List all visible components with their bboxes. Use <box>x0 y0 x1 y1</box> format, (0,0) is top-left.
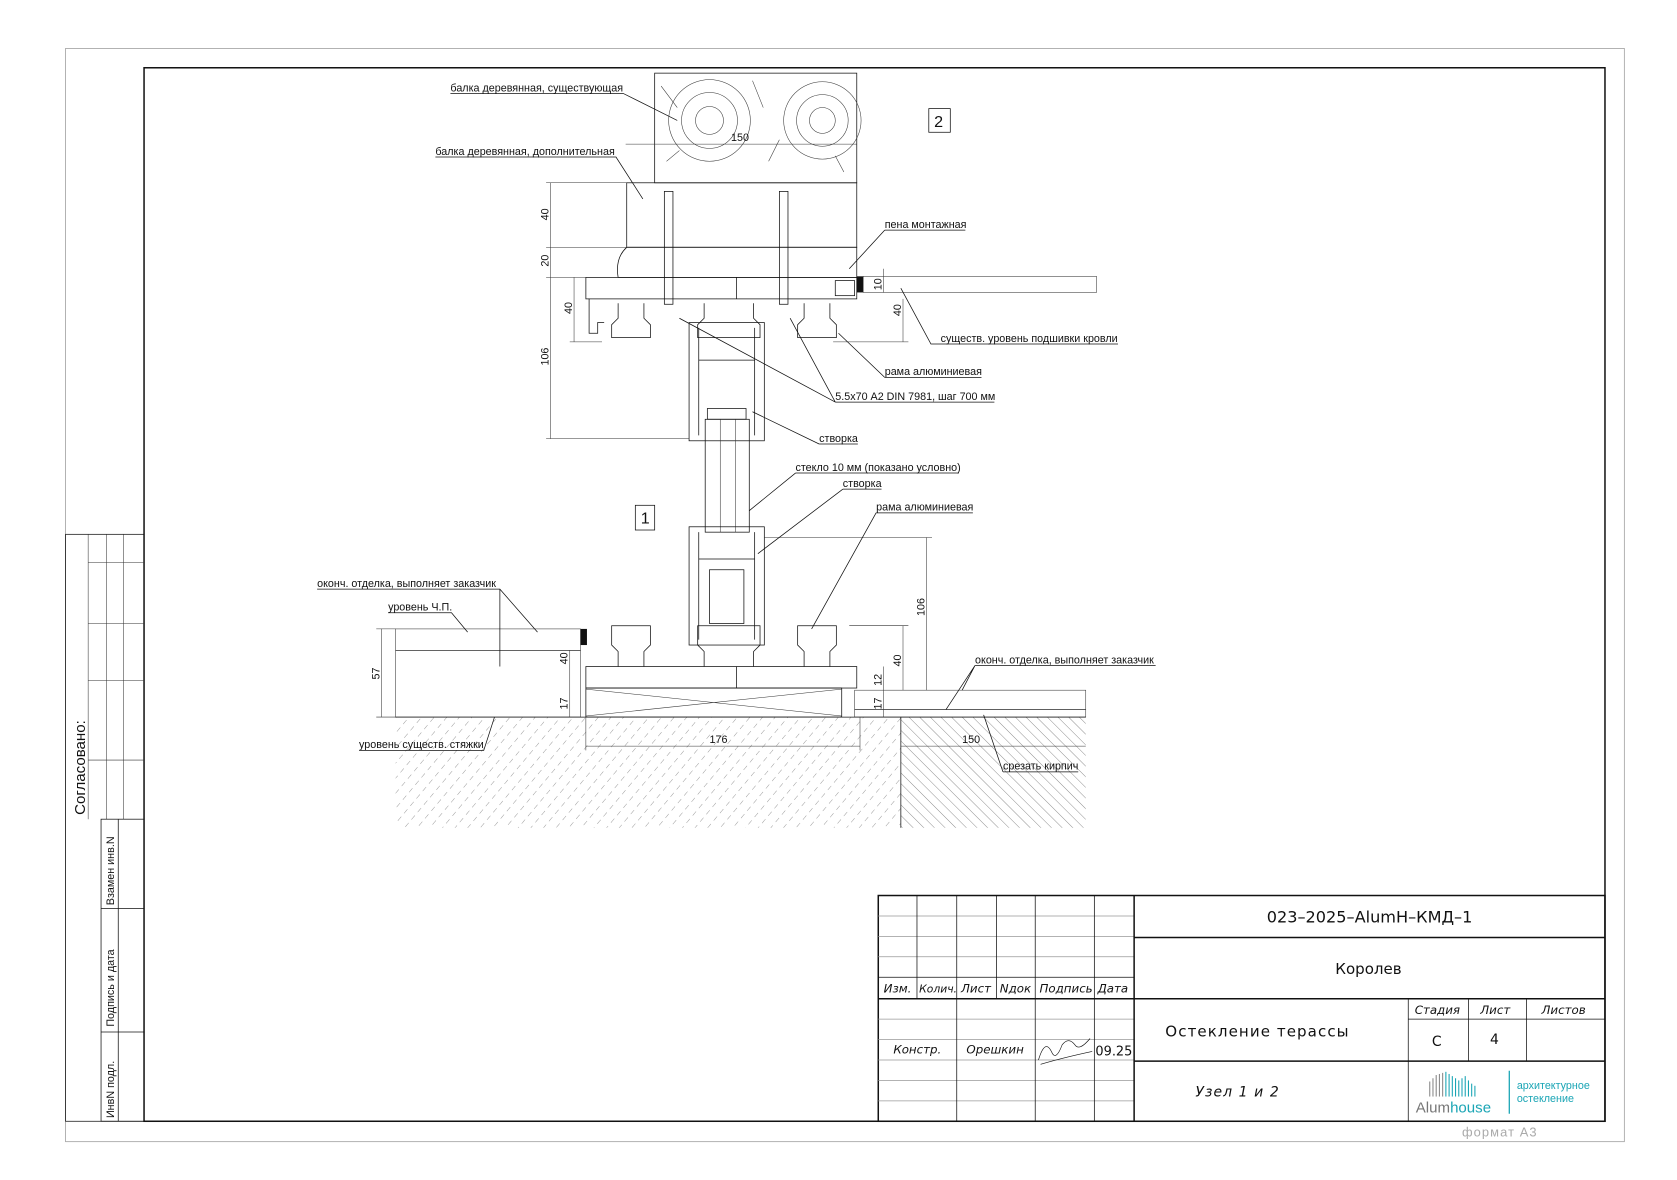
alumhouse-logo: Alumhouse архитектурное остекление <box>1416 1070 1590 1117</box>
brick <box>900 717 1086 828</box>
node-2-label: 2 <box>934 113 943 131</box>
dim-add-beam: 40 <box>539 208 551 220</box>
bottom-sash <box>688 526 765 646</box>
dim-57: 57 <box>370 667 382 679</box>
agreed-label: Согласовано: <box>72 720 89 815</box>
label-soffit-level: существ. уровень подшивки кровли <box>941 333 1118 345</box>
top-sash <box>688 322 765 442</box>
header-sign: Подпись <box>1040 981 1093 995</box>
title-block: Изм. Колич. Лист Nдок Подпись Дата Конст… <box>877 894 1606 1123</box>
role-label: Констр. <box>893 1043 941 1057</box>
label-cut-brick: срезать кирпич <box>1003 761 1078 773</box>
dim-17-left: 17 <box>559 698 571 710</box>
sheets-label: Листов <box>1541 1003 1586 1017</box>
dim-176: 176 <box>710 734 728 746</box>
label-floor-level: уровень Ч.П. <box>388 602 452 614</box>
header-ndok: Nдок <box>1000 981 1032 995</box>
roof-soffit <box>862 276 1097 293</box>
sheet-label: Лист <box>1479 1003 1511 1017</box>
dim-106-right: 106 <box>916 598 928 616</box>
sheet-value: 4 <box>1490 1032 1499 1048</box>
label-foam: пена монтажная <box>885 219 967 231</box>
top-frame-profile <box>585 277 858 300</box>
mounting-foam <box>617 246 858 278</box>
project-title: Остекление терассы <box>1165 1022 1349 1040</box>
node-2-marker <box>928 108 951 133</box>
existing-beam <box>654 72 858 184</box>
inv-orig-label: ИнвN подл. <box>105 1061 117 1118</box>
header-date: Дата <box>1097 981 1129 995</box>
dim-beam-width: 150 <box>731 132 749 144</box>
node-1-label: 1 <box>641 510 650 528</box>
label-beam-existing: балка деревянная, существующая <box>450 82 623 94</box>
location: Королев <box>1335 960 1401 978</box>
node-1-detail: 57 40 17 40 106 12 17 176 150 1 <box>370 504 1087 828</box>
dim-sash-top: 106 <box>539 348 551 366</box>
label-sash-top: створка <box>819 433 858 445</box>
label-finish-right: оконч. отделка, выполняет заказчик <box>975 654 1154 666</box>
label-beam-additional: балка деревянная, дополнительная <box>435 146 615 158</box>
dim-12: 12 <box>873 674 885 686</box>
logo-tagline-2: остекление <box>1517 1093 1574 1105</box>
label-finish-left: оконч. отделка, выполняет заказчик <box>317 578 496 590</box>
header-kol: Колич. <box>919 982 957 995</box>
dim-40-right: 40 <box>892 655 904 667</box>
header-list: Лист <box>960 981 992 995</box>
label-frame-bottom: рама алюминиевая <box>876 502 973 514</box>
dim-17-right: 17 <box>873 698 885 710</box>
logo-house: house <box>1450 1100 1491 1117</box>
label-sash-bottom: створка <box>843 478 882 490</box>
sign-date: 09.25 <box>1095 1045 1132 1060</box>
drawing-code: 023–2025–AlumH–КМД–1 <box>1267 907 1473 926</box>
dim-40-left: 40 <box>559 652 571 664</box>
side-strip: Согласовано: Взамен инв.N Подпись и дата… <box>65 533 145 1122</box>
signature <box>1038 1038 1093 1065</box>
dim-150-brick: 150 <box>962 734 980 746</box>
label-screw: 5.5x70 А2 DIN 7981, шаг 700 мм <box>835 391 995 403</box>
screed-right <box>854 709 1087 718</box>
dim-frame-top: 40 <box>563 302 575 314</box>
dim-soffit-gap: 10 <box>873 278 885 290</box>
dim-foam: 20 <box>539 255 551 267</box>
screw <box>778 191 789 305</box>
stage-value: С <box>1432 1034 1442 1050</box>
screed-left <box>395 650 581 718</box>
ground <box>395 717 901 828</box>
paper-format: формат А3 <box>1462 1124 1538 1139</box>
sign-date-label: Подпись и дата <box>105 949 117 1026</box>
dim-soffit-frame: 40 <box>892 304 904 316</box>
designer-name: Орешкин <box>966 1043 1024 1057</box>
node-2-detail: 150 40 20 40 106 10 40 2 <box>539 72 1097 533</box>
floor-finish-right <box>854 689 1087 710</box>
label-screed-level: уровень существ. стяжки <box>359 739 484 751</box>
glass-pane <box>704 418 750 533</box>
header-izm: Изм. <box>884 981 912 995</box>
callouts: балка деревянная, существующая балка дер… <box>317 82 1156 773</box>
stage-label: Стадия <box>1415 1003 1460 1017</box>
replace-inv-label: Взамен инв.N <box>105 836 117 905</box>
logo-tagline-1: архитектурное <box>1517 1080 1590 1092</box>
node-1-marker <box>634 504 656 531</box>
logo-alum: Alum <box>1416 1100 1450 1117</box>
label-frame-top: рама алюминиевая <box>885 366 982 378</box>
bottom-frame-profile <box>585 666 858 689</box>
label-glass: стекло 10 мм (показано условно) <box>796 462 961 474</box>
additional-beam <box>626 182 858 248</box>
screw <box>663 191 674 305</box>
subtitle: Узел 1 и 2 <box>1195 1085 1279 1101</box>
svg-text:Alumhouse: Alumhouse <box>1416 1100 1491 1117</box>
floor-finish-left <box>395 628 581 651</box>
